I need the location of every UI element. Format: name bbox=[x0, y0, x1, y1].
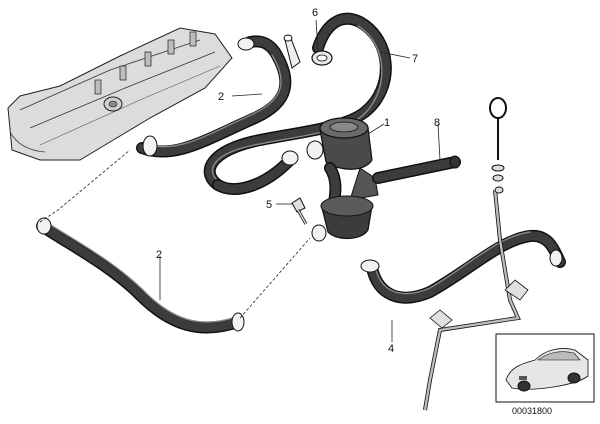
callout-8: 8 bbox=[434, 117, 440, 129]
callout-6: 6 bbox=[312, 7, 318, 19]
callout-4: 4 bbox=[388, 343, 394, 355]
hose-loop bbox=[203, 12, 392, 195]
callout-1: 1 bbox=[384, 117, 390, 129]
callout-2-lower: 2 bbox=[156, 249, 162, 261]
connector-pipe bbox=[283, 34, 301, 69]
connection-lines bbox=[39, 149, 311, 319]
callout-2-upper: 2 bbox=[218, 91, 224, 103]
tube-8 bbox=[372, 155, 461, 184]
clamp bbox=[311, 50, 333, 66]
car-thumbnail bbox=[495, 333, 595, 403]
screw bbox=[291, 197, 308, 225]
callouts: 1 2 2 4 5 6 7 8 bbox=[156, 7, 440, 355]
leader-lines bbox=[159, 19, 441, 342]
part-number: 00031800 bbox=[512, 406, 552, 416]
dipstick bbox=[489, 97, 507, 194]
hose-lower-right bbox=[360, 229, 566, 304]
cylinder-head-cover bbox=[7, 27, 233, 161]
hose-upper bbox=[136, 35, 292, 158]
callout-7: 7 bbox=[412, 53, 418, 65]
dipstick-tube bbox=[423, 189, 529, 411]
callout-5: 5 bbox=[266, 199, 272, 211]
oil-separator-valve bbox=[306, 117, 379, 242]
hose-lower-left bbox=[36, 217, 245, 334]
